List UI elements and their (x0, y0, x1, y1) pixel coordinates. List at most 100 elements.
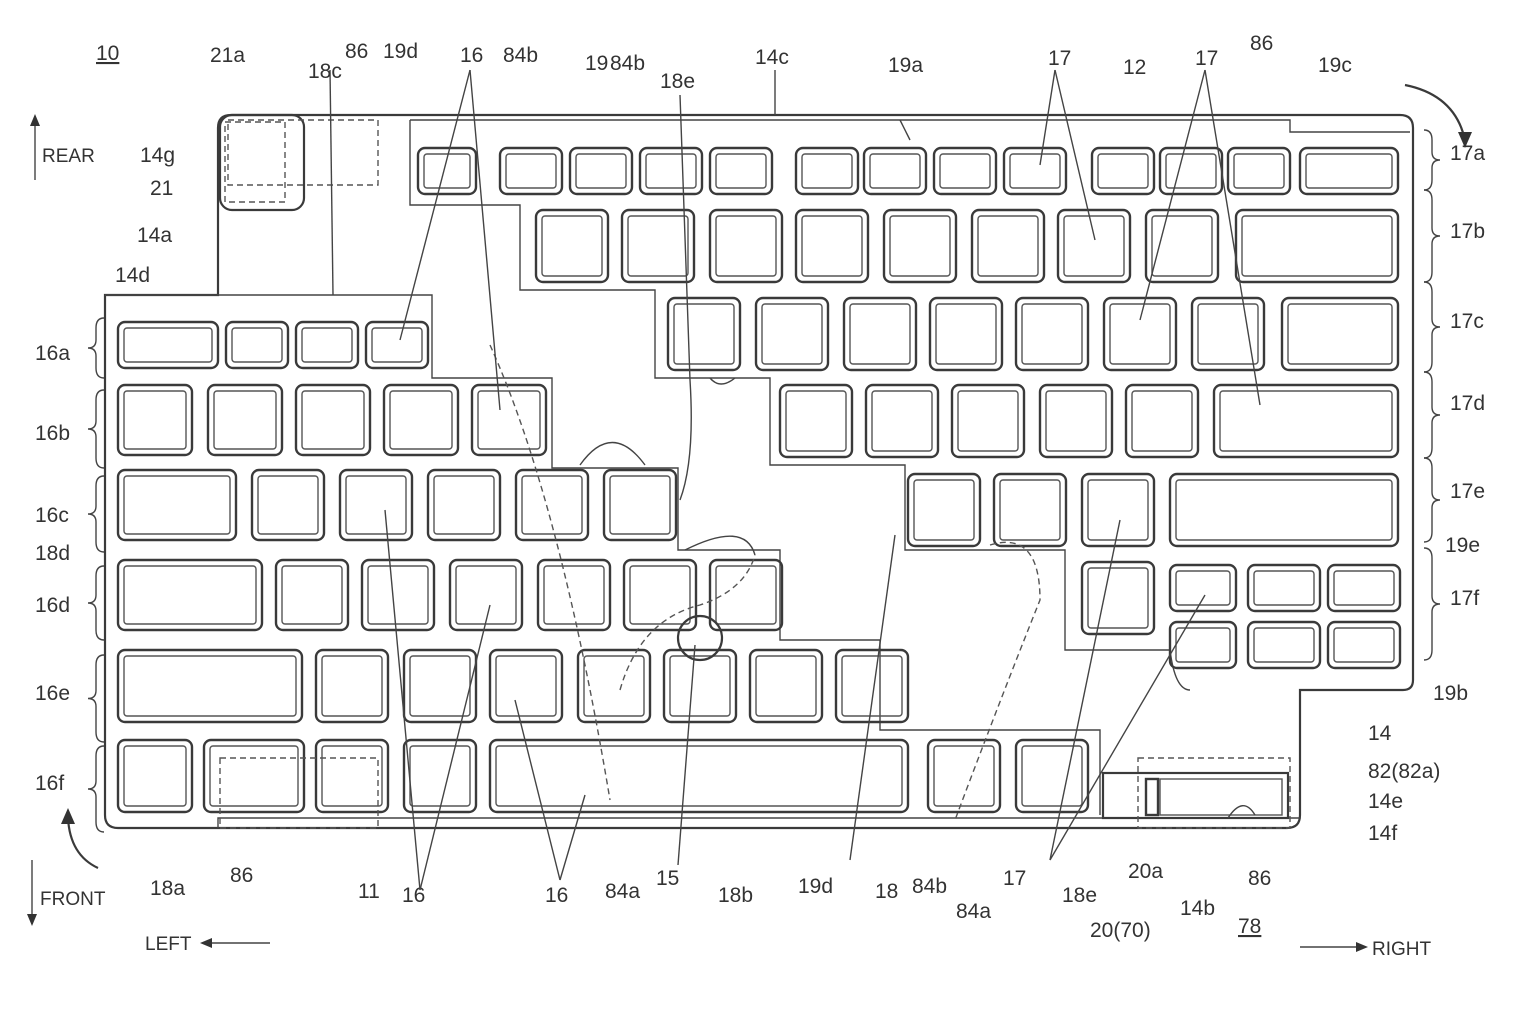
key-top (123, 655, 297, 717)
key-outer (1280, 296, 1400, 372)
label-84b-bottom: 84b (912, 875, 947, 898)
row-bracket (1423, 189, 1441, 283)
key-top (455, 565, 517, 625)
key-outer (862, 146, 928, 196)
arrowhead-top-right (1458, 132, 1472, 148)
label-21a: 21a (210, 44, 245, 67)
key (382, 383, 460, 457)
region-86-bottom-left (219, 757, 379, 829)
rotate-arrow-bottom-left (66, 817, 99, 869)
label-86-bottom-left: 86 (230, 864, 253, 887)
label-14a: 14a (137, 224, 172, 247)
key-outer (926, 738, 1002, 814)
label-16-top: 16 (460, 44, 483, 67)
key (778, 383, 854, 459)
row-bracket (1423, 281, 1441, 373)
key-outer (1014, 738, 1090, 814)
key-top (1063, 215, 1125, 277)
key-top (1097, 153, 1149, 189)
label-17-bottom: 17 (1003, 867, 1026, 890)
key-outer (778, 383, 854, 459)
key-outer (1144, 208, 1220, 284)
key-sheet-left-outline (105, 294, 880, 641)
key (402, 648, 478, 724)
key (568, 146, 634, 196)
label-86-bottom-right: 86 (1248, 867, 1271, 890)
key-top (801, 215, 863, 277)
key (1168, 620, 1238, 670)
key-outer (498, 146, 564, 196)
key-top (1197, 303, 1259, 365)
cable-84b (489, 344, 611, 801)
key (416, 146, 478, 196)
key (498, 146, 564, 196)
key-top (1305, 153, 1393, 189)
key-outer (834, 648, 910, 724)
key (754, 296, 830, 372)
key-top (301, 327, 353, 363)
label-86-top-right: 86 (1250, 32, 1273, 55)
key (364, 320, 430, 370)
key (536, 558, 612, 632)
label-12: 12 (1123, 56, 1146, 79)
key-outer (882, 208, 958, 284)
key (250, 468, 326, 542)
key-top (521, 475, 583, 535)
key (1080, 560, 1156, 636)
key-top (609, 475, 671, 535)
label-18-bottom: 18 (875, 880, 898, 903)
key-outer (1158, 146, 1224, 196)
key (1326, 563, 1402, 613)
key-top (889, 215, 951, 277)
key (360, 558, 436, 632)
key-top (371, 327, 423, 363)
key-outer (402, 738, 478, 814)
key-outer (402, 648, 478, 724)
key (950, 383, 1026, 459)
key (834, 648, 910, 724)
key-outer (794, 146, 860, 196)
key-top (1253, 570, 1315, 606)
key-top (409, 655, 471, 717)
key (842, 296, 918, 372)
label-18c: 18c (308, 60, 342, 83)
key (622, 558, 698, 632)
key (116, 648, 304, 724)
key (294, 320, 360, 370)
key-top (123, 327, 213, 363)
key-outer (1014, 296, 1090, 372)
key-outer (1056, 208, 1132, 284)
key (602, 468, 678, 542)
key-top (281, 565, 343, 625)
key-top (1333, 570, 1395, 606)
key-outer (116, 558, 264, 632)
row-bracket (1423, 457, 1441, 543)
key-top (1087, 479, 1149, 541)
key (1002, 146, 1068, 196)
switch-20a (1144, 777, 1160, 817)
row-label-16e: 16e (35, 682, 70, 705)
key (426, 468, 502, 542)
direction-left: LEFT (145, 934, 192, 955)
row-bracket (1423, 371, 1441, 459)
key-outer (116, 738, 194, 814)
key-outer (794, 208, 870, 284)
key-top (1333, 627, 1395, 663)
label-17-top2: 17 (1195, 47, 1218, 70)
key (1246, 620, 1322, 670)
label-78: 78 (1238, 915, 1261, 938)
key (666, 296, 742, 372)
label-11: 11 (358, 880, 380, 903)
label-18a: 18a (150, 877, 185, 900)
row-label-17c: 17c (1450, 310, 1484, 333)
key-outer (488, 648, 564, 724)
key-sheet-right-outline (409, 119, 1410, 691)
key-sheet-divider (879, 640, 1101, 815)
key-outer (536, 558, 612, 632)
rotate-arrow-top-right (1404, 83, 1467, 141)
label-18b: 18b (718, 884, 753, 907)
key-outer (864, 383, 940, 459)
cable-84b-right (954, 541, 1041, 821)
key (864, 383, 940, 459)
